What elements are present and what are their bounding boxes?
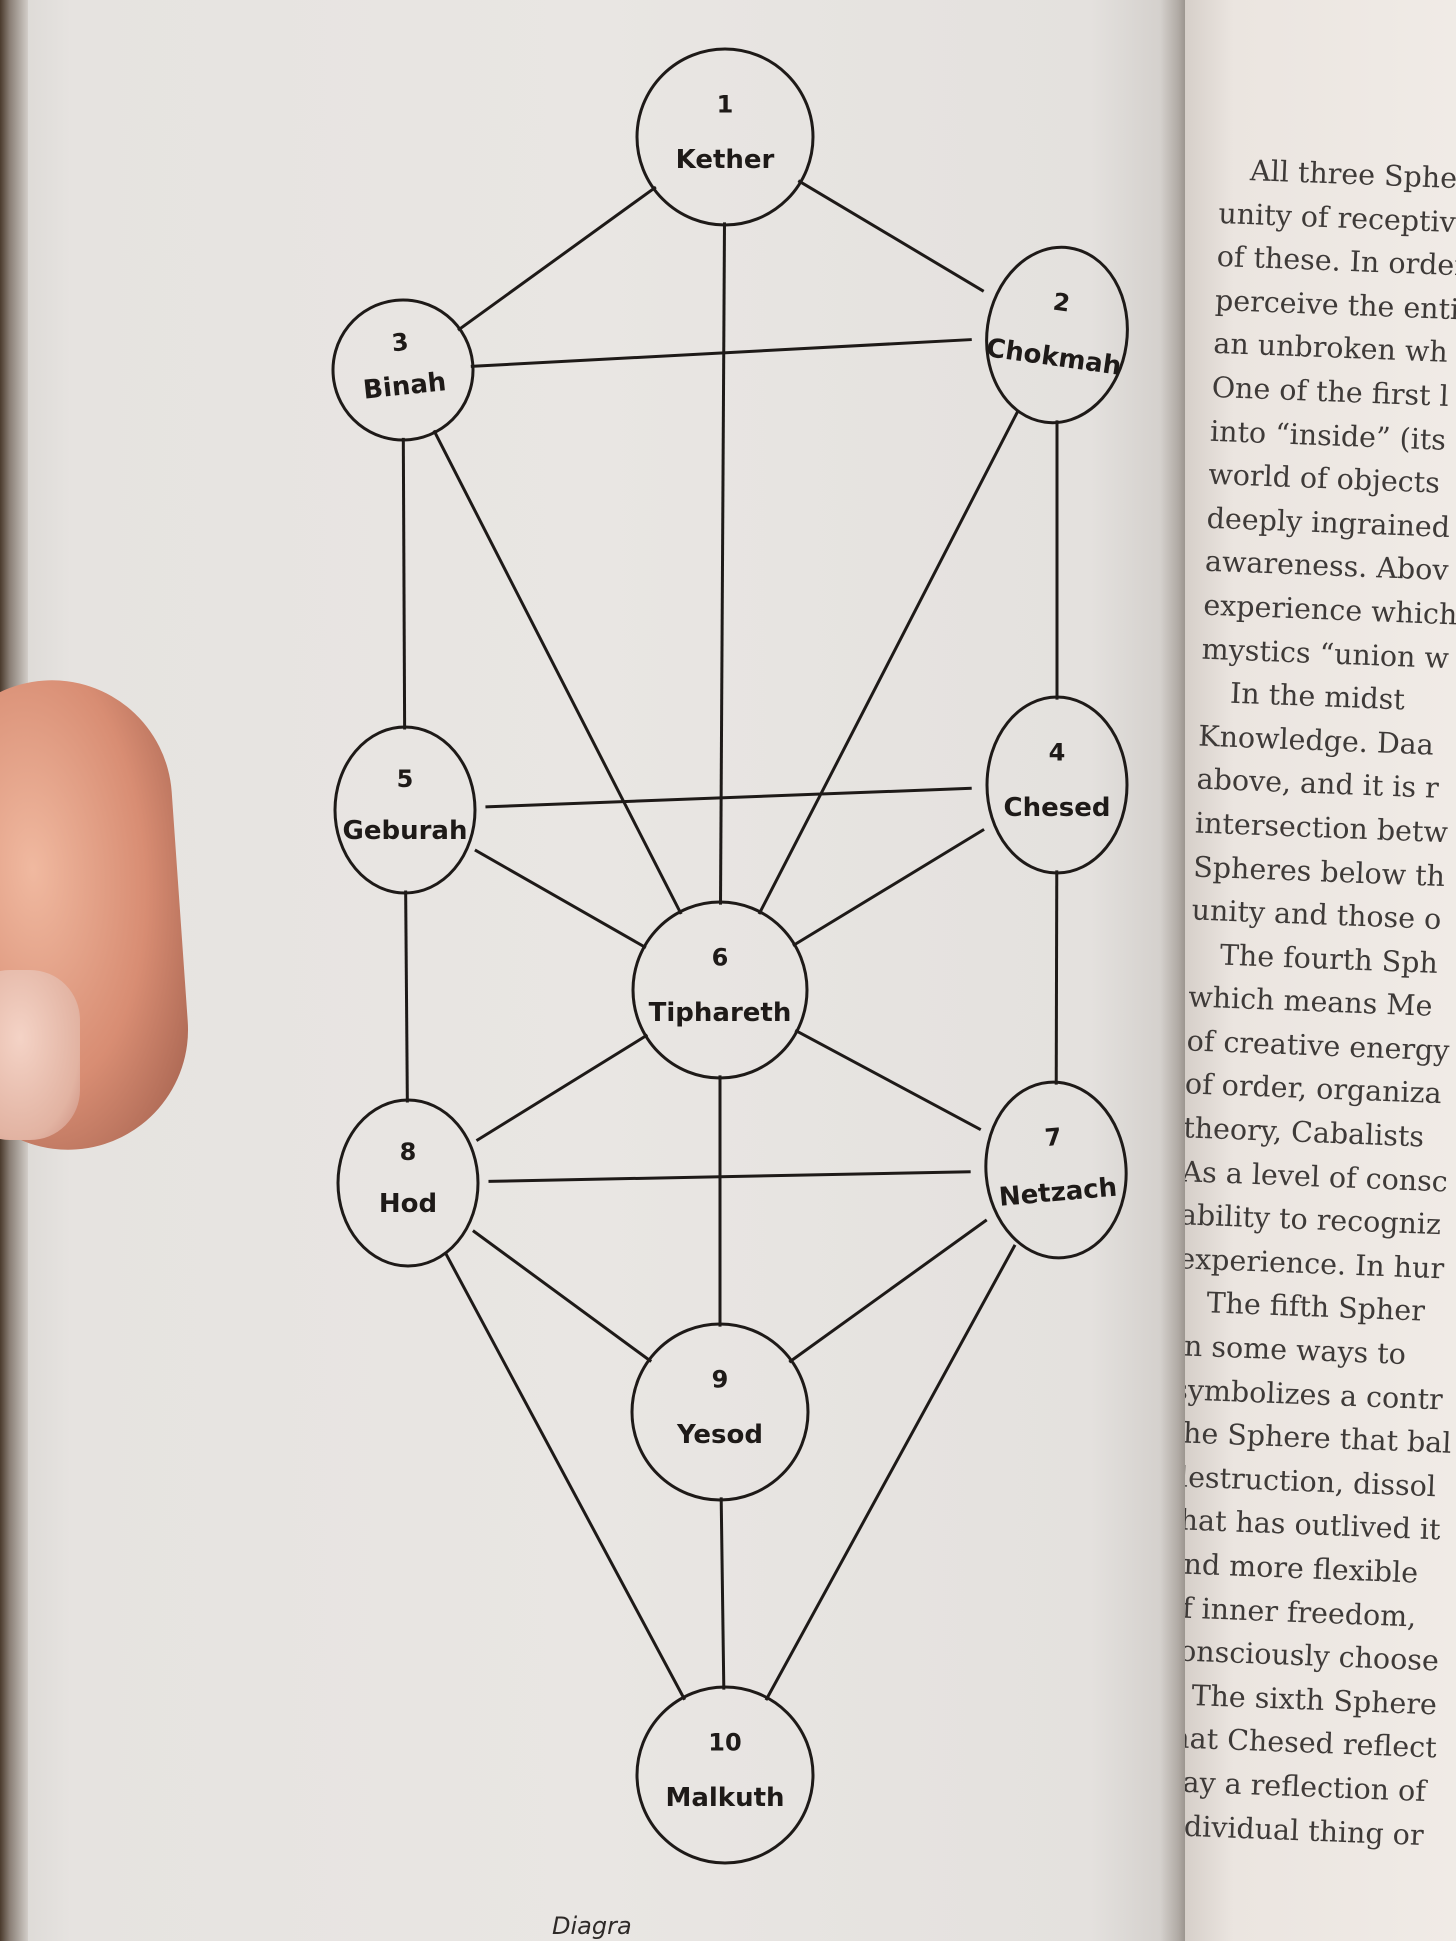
path-7-9	[788, 1218, 988, 1364]
sephirah-name: Yesod	[676, 1420, 763, 1450]
sephirah-number: 4	[1049, 738, 1066, 766]
path-2-6	[757, 410, 1020, 915]
path-6-8	[475, 1033, 649, 1142]
sephirah-number: 3	[390, 328, 410, 358]
path-6-7	[794, 1028, 982, 1132]
sephirah-number: 8	[400, 1138, 417, 1166]
path-4-6	[792, 828, 985, 947]
sephirah-number: 1	[717, 90, 734, 118]
path-7-8	[488, 1170, 971, 1183]
sephirah-name: Tiphareth	[649, 998, 792, 1028]
path-5-8	[404, 890, 409, 1103]
path-8-10	[444, 1253, 687, 1701]
sephirah-name: Geburah	[343, 816, 468, 846]
sephirah-number: 5	[397, 765, 414, 793]
sephirah-circle	[631, 900, 809, 1080]
path-7-10	[764, 1244, 1017, 1701]
sephirah-name: Netzach	[998, 1173, 1119, 1213]
path-1-2	[797, 179, 985, 293]
path-3-6	[432, 429, 683, 915]
sephirah-name: Chesed	[1004, 793, 1111, 823]
sephirah-circle	[331, 298, 475, 442]
path-1-6	[719, 222, 726, 905]
paths-layer	[401, 179, 1059, 1701]
sephirah-number: 9	[712, 1365, 729, 1393]
path-5-6	[474, 848, 647, 949]
sephirah-name: Hod	[379, 1189, 437, 1219]
path-1-3	[457, 185, 657, 332]
sephirah-circle	[635, 47, 815, 227]
path-4-7	[1054, 870, 1059, 1085]
path-9-10	[719, 1497, 726, 1690]
sephirah-circle	[984, 1080, 1128, 1260]
sephirah-number: 6	[712, 943, 729, 971]
sephirah-circle	[985, 245, 1129, 425]
sephirah-number: 2	[1051, 288, 1071, 318]
sephirah-circle	[333, 725, 477, 895]
sephirah-name: Kether	[676, 145, 775, 175]
sephirah-name: Binah	[362, 367, 448, 406]
path-8-9	[472, 1229, 653, 1363]
path-2-3	[470, 338, 972, 368]
path-3-5	[401, 437, 407, 730]
path-4-5	[485, 786, 972, 809]
sephirah-circle	[630, 1322, 810, 1502]
sephirah-circle	[635, 1685, 815, 1865]
sephirah-circle	[336, 1098, 480, 1268]
sephirah-number: 10	[708, 1728, 741, 1756]
thumbnail-highlight	[0, 970, 80, 1140]
sephirah-number: 7	[1044, 1123, 1063, 1152]
sephirah-name: Malkuth	[665, 1783, 784, 1813]
sephirah-name: Chokmah	[984, 333, 1123, 382]
figure-caption: Diagra	[552, 1912, 632, 1940]
sephirah-circle	[985, 695, 1129, 875]
